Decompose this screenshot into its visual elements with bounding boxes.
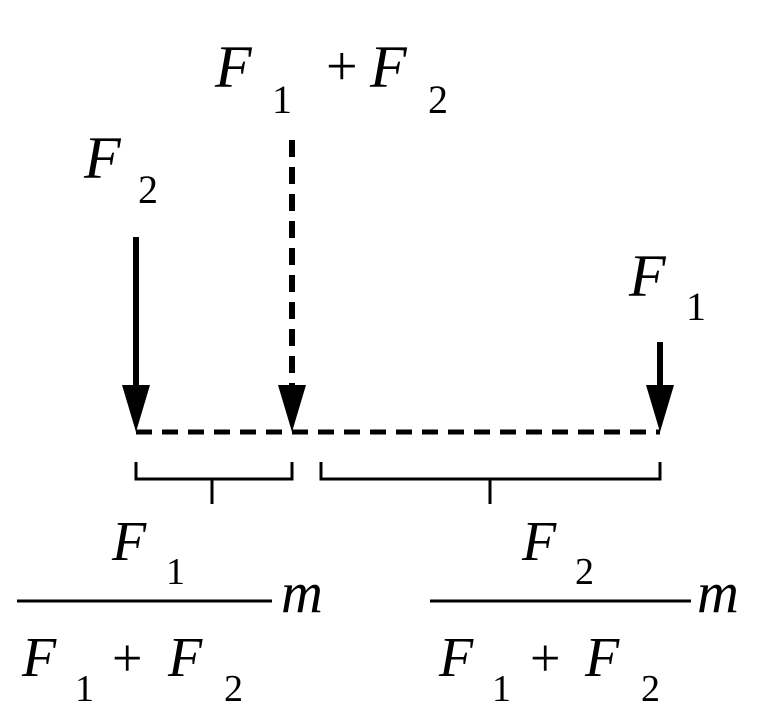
force-resultant-label: F 1 + F 2 xyxy=(214,34,448,122)
force-resultant-arrowhead xyxy=(278,385,306,432)
force-resultant-subscript-b: 2 xyxy=(428,77,448,122)
force-left-arrow xyxy=(122,237,150,432)
distance-right-numerator-subscript: 2 xyxy=(575,551,594,593)
distance-right-denominator-symbol-a: F xyxy=(438,627,474,689)
distance-left-denominator-plus: + xyxy=(112,628,142,688)
distance-right-denominator-subscript-a: 1 xyxy=(492,668,511,710)
brace-right-bracket xyxy=(319,462,662,481)
distance-right-unit: m xyxy=(697,560,739,625)
force-resultant-plus: + xyxy=(326,36,358,98)
distance-right-denominator-symbol-b: F xyxy=(584,627,620,689)
force-resultant-subscript-a: 1 xyxy=(272,77,292,122)
force-right-subscript: 1 xyxy=(686,284,706,329)
force-left-label: F 2 xyxy=(83,125,158,212)
distance-right-denominator-subscript-b: 2 xyxy=(641,668,660,710)
force-right-label: F 1 xyxy=(628,243,706,329)
distance-left-denominator-symbol-b: F xyxy=(167,627,203,689)
force-left-symbol: F xyxy=(83,125,122,191)
force-resultant-symbol-b: F xyxy=(369,34,408,100)
force-left-subscript: 2 xyxy=(138,167,158,212)
distance-left-denominator-subscript-a: 1 xyxy=(75,668,94,710)
distance-left-brace xyxy=(134,462,294,504)
force-resultant-symbol-a: F xyxy=(214,34,253,100)
distance-left-denominator-symbol-a: F xyxy=(21,627,57,689)
distance-left-denominator-subscript-b: 2 xyxy=(224,668,243,710)
force-right-arrow xyxy=(646,342,674,432)
distance-left-numerator-symbol: F xyxy=(111,511,147,573)
distance-right-numerator-symbol: F xyxy=(521,511,557,573)
force-right-arrowhead xyxy=(646,385,674,432)
brace-left-bracket xyxy=(134,462,294,481)
force-right-symbol: F xyxy=(628,243,667,309)
distance-right-brace xyxy=(319,462,662,504)
distance-left-unit: m xyxy=(281,560,323,625)
force-resultant-arrow xyxy=(278,140,306,432)
distance-right-fraction: F 2 F 1 + F 2 m xyxy=(430,511,739,710)
distance-left-numerator-subscript: 1 xyxy=(166,551,185,593)
force-left-arrowhead xyxy=(122,385,150,432)
distance-right-denominator-plus: + xyxy=(530,628,560,688)
distance-left-fraction: F 1 F 1 + F 2 m xyxy=(17,511,323,710)
